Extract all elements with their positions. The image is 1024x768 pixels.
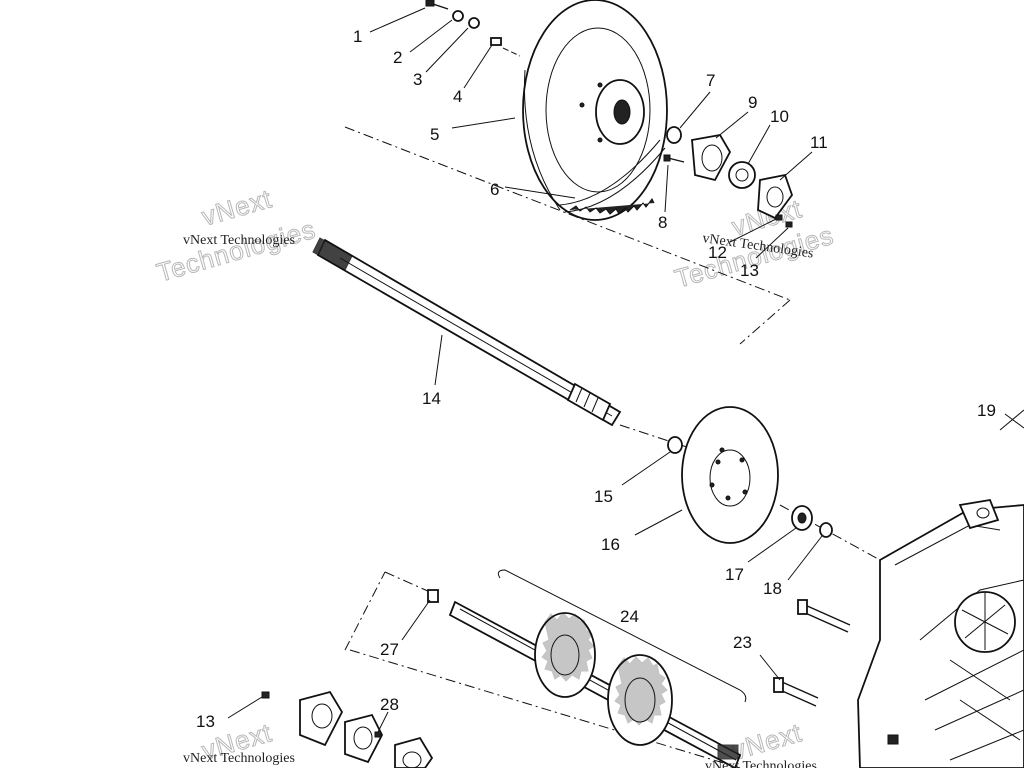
callout-11: 11 bbox=[810, 133, 828, 152]
plate-part-11 bbox=[757, 173, 794, 220]
callout-4: 4 bbox=[453, 87, 462, 106]
callout-18: 18 bbox=[763, 579, 782, 598]
driveshaft-part-14 bbox=[312, 237, 622, 427]
bolt-part-1 bbox=[425, 0, 449, 10]
callout-12: 12 bbox=[708, 243, 727, 262]
bearing-plate-part-9 bbox=[691, 134, 732, 182]
callout-8: 8 bbox=[658, 213, 667, 232]
bolt-upper bbox=[797, 599, 851, 633]
snap-ring-part-15 bbox=[667, 436, 683, 454]
callout-labels: 1 2 3 4 5 6 7 9 10 11 8 12 13 14 15 16 1… bbox=[196, 27, 996, 731]
callout-13-lower: 13 bbox=[196, 712, 215, 731]
nut-part-28 bbox=[374, 731, 382, 738]
callout-28: 28 bbox=[380, 695, 399, 714]
brake-disc-part-16 bbox=[681, 406, 779, 544]
washer-part-2 bbox=[452, 10, 464, 22]
sprocket-upper bbox=[534, 612, 596, 698]
watermark-text-left: vNext Technologies bbox=[183, 233, 295, 248]
washer-part-3 bbox=[468, 17, 480, 29]
bearing-part-10 bbox=[728, 161, 756, 189]
callout-10: 10 bbox=[770, 107, 789, 126]
bolt-part-23 bbox=[773, 677, 819, 707]
svg-text:Technologies: Technologies bbox=[153, 214, 319, 288]
nut-part-13 bbox=[785, 221, 793, 228]
watermark-text-bottom-right: vNext Technologies bbox=[705, 759, 817, 768]
callout-23: 23 bbox=[733, 633, 752, 652]
nut-part-12 bbox=[775, 214, 783, 221]
callout-16: 16 bbox=[601, 535, 620, 554]
jackshaft-part-24 bbox=[448, 600, 742, 768]
callout-14: 14 bbox=[422, 389, 441, 408]
callout-5: 5 bbox=[430, 125, 439, 144]
bearing-plate-lower-a bbox=[299, 690, 344, 747]
svg-text:vNext: vNext bbox=[198, 183, 275, 232]
bearing-plate-lower-b bbox=[344, 713, 384, 764]
callout-9: 9 bbox=[748, 93, 757, 112]
callout-13: 13 bbox=[740, 261, 759, 280]
pulley-part-5 bbox=[522, 0, 668, 221]
callout-17: 17 bbox=[725, 565, 744, 584]
leader-lines bbox=[227, 7, 1024, 733]
bearing-plate-lower-c bbox=[394, 736, 434, 768]
screw-part-27 bbox=[427, 589, 439, 603]
callout-2: 2 bbox=[393, 48, 402, 67]
nut-housing bbox=[887, 734, 899, 745]
belt-teeth-part-6 bbox=[559, 139, 666, 215]
callout-1: 1 bbox=[353, 27, 362, 46]
callout-19: 19 bbox=[977, 401, 996, 420]
screw-part-8 bbox=[663, 154, 685, 163]
bracket-part-24 bbox=[497, 569, 747, 703]
nut-part-13-lower bbox=[261, 691, 270, 699]
washer-part-7 bbox=[666, 126, 682, 144]
callout-3: 3 bbox=[413, 70, 422, 89]
o-ring-part-18 bbox=[819, 522, 833, 538]
watermark-text-bottom-left: vNext Technologies bbox=[183, 751, 295, 766]
nut-part-4 bbox=[490, 37, 502, 46]
bearing-part-17 bbox=[791, 505, 813, 531]
callout-27: 27 bbox=[380, 640, 399, 659]
sprocket-lower bbox=[607, 654, 673, 746]
callout-15: 15 bbox=[594, 487, 613, 506]
callout-6: 6 bbox=[490, 180, 499, 199]
callout-7: 7 bbox=[706, 71, 715, 90]
chaincase-housing-part-19 bbox=[857, 409, 1024, 768]
callout-24: 24 bbox=[620, 607, 639, 626]
